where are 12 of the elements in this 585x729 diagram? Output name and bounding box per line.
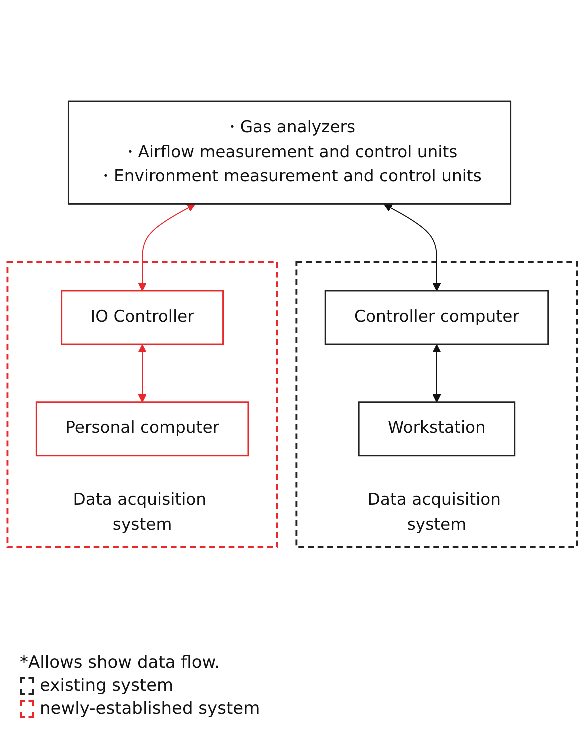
node-box: Personal computer [36, 402, 250, 457]
arrow [384, 204, 442, 292]
arrow [138, 204, 196, 292]
arrow [432, 344, 442, 403]
node-box: Workstation [358, 402, 516, 457]
node-box: IO Controller [61, 290, 224, 346]
node-box: ・Gas analyzers ・Airflow measurement and control units ・Environment measurement and control units [68, 100, 512, 205]
arrow [138, 344, 147, 403]
note-text: *Allows show data flow. [20, 653, 222, 673]
legend-text: existing system [40, 676, 174, 696]
node-box: Controller computer [324, 290, 550, 346]
legend-text: newly-established system [40, 699, 260, 719]
